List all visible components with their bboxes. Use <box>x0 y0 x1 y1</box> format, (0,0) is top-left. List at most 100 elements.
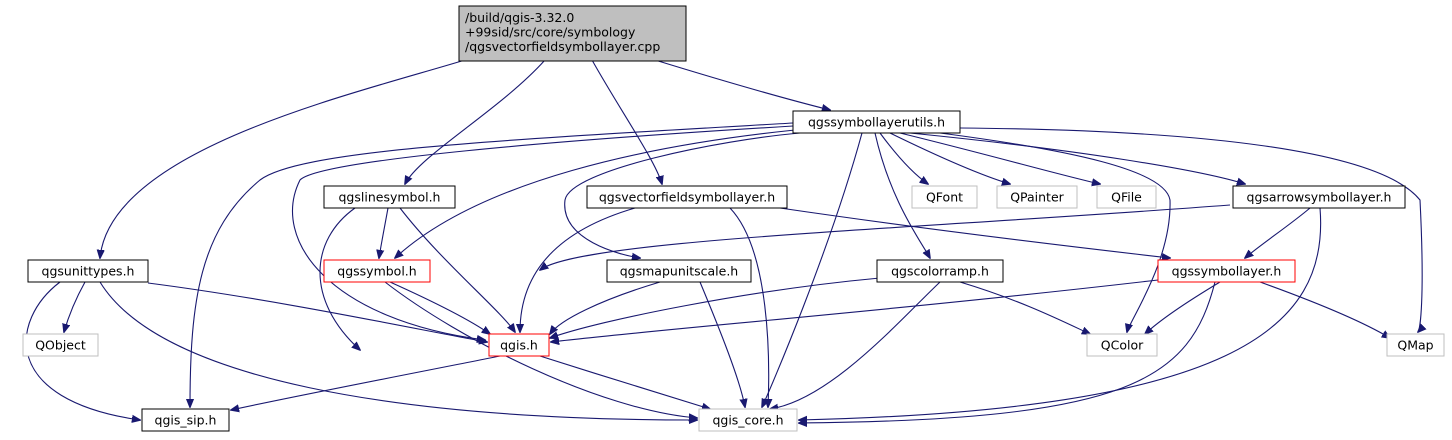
node-box-qgis_core <box>698 408 798 432</box>
edge-colorramp-to-qcolor <box>959 281 1090 334</box>
node-qfile: QFile <box>1096 185 1157 209</box>
edge-symbollayerutils-to-qgis_core <box>762 132 863 407</box>
edge-qgis-to-qgis_sip <box>231 355 501 410</box>
node-arrowsymbollayer[interactable]: qgsarrowsymbollayer.h <box>1232 185 1406 209</box>
node-linesymbol[interactable]: qgslinesymbol.h <box>323 185 456 209</box>
node-root[interactable]: /build/qgis-3.32.0+99sid/src/core/symbol… <box>458 5 687 62</box>
edge-arrowsymbollayer-to-symbollayer <box>1245 207 1311 258</box>
edge-symbollayerutils-to-qfile <box>899 132 1100 184</box>
edge-symbollayerutils-to-colorramp <box>874 132 930 258</box>
node-box-qgis_sip <box>141 408 230 432</box>
edge-root-to-vectorfieldsymbollayer_h <box>591 59 662 184</box>
edge-symbollayerutils-to-qmap <box>959 127 1422 332</box>
node-qpainter: QPainter <box>996 185 1078 209</box>
node-symbol[interactable]: qgssymbol.h <box>323 259 431 283</box>
node-box-qgis <box>488 333 550 357</box>
node-box-qfile <box>1096 185 1157 209</box>
node-label-qcolor: QColor <box>1101 338 1144 353</box>
node-qgis_sip[interactable]: qgis_sip.h <box>141 408 230 432</box>
node-box-vectorfieldsymbollayer_h <box>586 185 788 209</box>
edge-symbollayer-to-qgis <box>551 279 1159 342</box>
node-label-qgis_sip: qgis_sip.h <box>155 413 217 428</box>
edge-linesymbol-to-qgis <box>399 207 515 332</box>
edge-symbollayer-to-qgis_core <box>799 281 1216 423</box>
node-symbollayer[interactable]: qgssymbollayer.h <box>1157 259 1296 283</box>
edge-symbollayer-to-qcolor <box>1145 281 1221 334</box>
node-box-arrowsymbollayer <box>1232 185 1406 209</box>
node-box-qpainter <box>996 185 1078 209</box>
node-box-symbol <box>323 259 431 283</box>
edge-symbollayerutils-to-qcolor <box>939 132 1171 332</box>
edge-root-to-symbollayerutils <box>654 59 830 110</box>
edge-symbollayerutils-to-qfont <box>879 132 928 184</box>
node-label-symbol: qgssymbol.h <box>337 264 416 279</box>
node-symbollayerutils[interactable]: qgssymbollayerutils.h <box>792 110 961 134</box>
edge-arrowsymbollayer-to-qgis_core <box>799 207 1322 420</box>
node-box-linesymbol <box>323 185 456 209</box>
edge-unittypes-to-qgis_core <box>99 281 697 420</box>
edge-symbollayerutils-to-mapunitscale <box>564 132 801 258</box>
node-box-qcolor <box>1086 333 1158 357</box>
edge-symbol-to-qgis_core <box>384 281 697 418</box>
edge-linesymbol-to-qgis_core <box>319 207 360 350</box>
node-label-mapunitscale: qgsmapunitscale.h <box>620 264 738 279</box>
edge-linesymbol-to-symbol <box>379 207 389 258</box>
node-box-symbollayerutils <box>792 110 961 134</box>
edge-symbollayerutils-to-qpainter <box>889 132 1010 184</box>
node-mapunitscale[interactable]: qgsmapunitscale.h <box>606 259 752 283</box>
node-box-symbollayer <box>1157 259 1296 283</box>
edge-colorramp-to-qgis <box>550 277 881 338</box>
node-label-symbollayer: qgssymbollayer.h <box>1172 264 1282 279</box>
edge-arrowsymbollayer-to-qgis <box>540 204 1231 270</box>
edge-symbollayerutils-to-arrowsymbollayer <box>909 132 1245 184</box>
node-label-qpainter: QPainter <box>1010 190 1064 205</box>
node-box-colorramp <box>876 259 1004 283</box>
edge-symbollayer-to-qmap <box>1259 281 1390 338</box>
node-box-qobject <box>22 333 99 357</box>
node-box-mapunitscale <box>606 259 752 283</box>
node-qmap: QMap <box>1386 333 1445 357</box>
edge-mapunitscale-to-qgis_core <box>699 281 745 407</box>
node-label-qfont: QFont <box>926 190 963 205</box>
node-label-root-line-2: /qgsvectorfieldsymbollayer.cpp <box>465 39 660 54</box>
edge-colorramp-to-qgis_core <box>770 281 941 409</box>
edge-symbollayerutils-to-symbol <box>395 129 796 258</box>
edge-vectorfieldsymbollayer_h-to-symbollayer <box>779 207 1170 258</box>
node-label-qgis_core: qgis_core.h <box>712 413 783 428</box>
edge-symbollayerutils-to-qgis_sip <box>190 122 794 407</box>
edge-mapunitscale-to-qgis <box>550 281 661 334</box>
edge-symbollayerutils-to-qgis <box>291 125 794 340</box>
nodes-layer: /build/qgis-3.32.0+99sid/src/core/symbol… <box>22 5 1445 432</box>
edge-qgis-to-qgis_core <box>539 355 710 409</box>
node-label-symbollayerutils: qgssymbollayerutils.h <box>808 115 945 130</box>
edge-unittypes-to-qgis_sip <box>25 281 140 420</box>
edge-symbol-to-qgis <box>389 281 490 334</box>
node-label-linesymbol: qgslinesymbol.h <box>339 190 441 205</box>
node-label-colorramp: qgscolorramp.h <box>891 264 989 279</box>
node-label-arrowsymbollayer: qgsarrowsymbollayer.h <box>1247 190 1392 205</box>
node-label-qfile: QFile <box>1111 190 1142 205</box>
node-label-unittypes: qgsunittypes.h <box>42 264 135 279</box>
node-qobject: QObject <box>22 333 99 357</box>
node-box-qfont <box>911 185 978 209</box>
edge-unittypes-to-qobject <box>64 281 86 332</box>
node-vectorfieldsymbollayer_h[interactable]: qgsvectorfieldsymbollayer.h <box>586 185 788 209</box>
node-qcolor: QColor <box>1086 333 1158 357</box>
edge-root-to-linesymbol <box>405 59 546 184</box>
node-box-unittypes <box>27 259 149 283</box>
edge-vectorfieldsymbollayer_h-to-qgis <box>520 207 636 332</box>
edge-root-to-unittypes <box>100 59 466 258</box>
node-qgis[interactable]: qgis.h <box>488 333 550 357</box>
node-label-qobject: QObject <box>35 338 86 353</box>
node-colorramp[interactable]: qgscolorramp.h <box>876 259 1004 283</box>
node-label-qgis: qgis.h <box>500 338 538 353</box>
node-label-vectorfieldsymbollayer_h: qgsvectorfieldsymbollayer.h <box>599 190 775 205</box>
node-label-qmap: QMap <box>1397 338 1433 353</box>
edges-layer <box>25 59 1422 423</box>
node-box-root <box>458 5 687 62</box>
node-qgis_core: qgis_core.h <box>698 408 798 432</box>
node-label-root-line-0: /build/qgis-3.32.0 <box>465 10 574 25</box>
edge-vectorfieldsymbollayer_h-to-qgis_core <box>729 207 769 407</box>
node-unittypes[interactable]: qgsunittypes.h <box>27 259 149 283</box>
